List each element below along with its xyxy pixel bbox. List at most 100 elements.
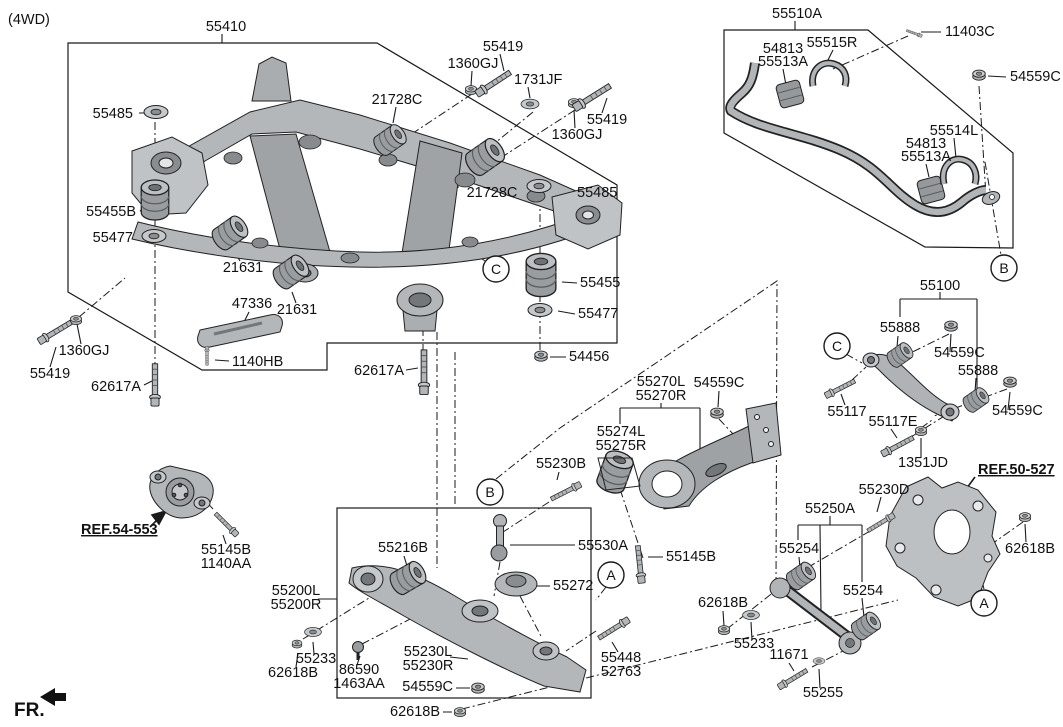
callout-letter: A	[979, 595, 989, 611]
part-label-p1360GJ-a: 1360GJ	[59, 343, 110, 359]
callout-letter: A	[606, 567, 616, 583]
part-label-p54559C-b: 54559C	[934, 345, 985, 361]
assembly-boxes	[67, 29, 1014, 699]
nut-icon	[534, 350, 548, 362]
part-label-p55888-b: 55888	[958, 363, 998, 379]
part-label-p55250A: 55250A	[805, 501, 855, 517]
part-label-p21631-a: 21631	[223, 260, 263, 276]
callout-C-2: C	[823, 332, 851, 360]
assist-arm-drawing	[769, 577, 862, 655]
bushing-icon	[140, 179, 170, 221]
part-label-fr-label: FR.	[14, 700, 45, 721]
tone-wheel-bar-icon	[197, 314, 283, 348]
part-label-p55455B: 55455B	[86, 204, 136, 220]
part-label-p55200L: 55200L	[272, 583, 320, 599]
front-direction-arrow-icon	[40, 688, 66, 706]
part-label-p62617A-b: 62617A	[354, 363, 404, 379]
part-label-p55230L: 55230L	[404, 644, 452, 660]
part-label-p55230B: 55230B	[536, 456, 586, 472]
callout-letter: C	[832, 338, 842, 354]
bushing-bracket-icon	[597, 457, 641, 491]
callout-C-1: C	[482, 255, 510, 283]
bolt-icon	[212, 510, 241, 539]
stabilizer-bushing-icon	[775, 79, 805, 109]
part-label-p55254-b: 55254	[843, 583, 883, 599]
small-parts	[197, 314, 538, 660]
part-label-p55230R: 55230R	[403, 658, 454, 674]
part-label-p55530A: 55530A	[578, 538, 628, 554]
nut-icon	[944, 320, 958, 332]
part-label-p55485-l: 55485	[93, 106, 133, 122]
part-label-p11403C: 11403C	[945, 24, 995, 40]
part-label-p62617A-a: 62617A	[91, 379, 141, 395]
callout-A-2: A	[970, 589, 998, 617]
part-label-p55410: 55410	[206, 19, 246, 35]
part-label-p52763: 52763	[601, 664, 641, 680]
stabilizer-bar-drawing	[725, 59, 1001, 217]
bolt-icon	[35, 317, 74, 347]
part-label-p55419-b: 55419	[483, 39, 523, 55]
part-label-p55419-a: 55419	[30, 366, 70, 382]
part-label-p55117: 55117	[827, 404, 866, 420]
part-label-p1463AA: 1463AA	[333, 676, 385, 692]
stabilizer-bushing-icon	[916, 175, 946, 205]
nuts	[70, 69, 1031, 718]
part-label-p55419-c: 55419	[587, 112, 627, 128]
nut-icon	[453, 707, 467, 718]
nut-icon	[710, 407, 724, 419]
bolt-icon	[549, 480, 583, 504]
part-label-p55117E: 55117E	[869, 414, 918, 430]
part-label-p62618B-d: 62618B	[1005, 541, 1055, 557]
part-label-p86590: 86590	[339, 662, 379, 678]
upper-arm-drawing	[862, 352, 960, 422]
callout-B-2: B	[476, 478, 504, 506]
part-label-p62618B-c: 62618B	[698, 595, 748, 611]
part-label-p55233-a: 55233	[296, 651, 336, 667]
part-label-p54559C-c: 54559C	[992, 403, 1043, 419]
nut-icon	[291, 639, 303, 649]
part-label-p11671: 11671	[769, 647, 808, 663]
clip-pin-icon	[352, 641, 364, 653]
washer-icon	[812, 657, 826, 665]
bolt-icon	[905, 28, 923, 39]
part-label-p55515R: 55515R	[807, 35, 858, 51]
part-label-p55216B: 55216B	[378, 540, 428, 556]
bolt-icon	[149, 363, 161, 407]
part-label-p55448: 55448	[601, 650, 641, 666]
knuckle-drawing	[885, 476, 1001, 607]
part-label-p55100: 55100	[920, 278, 960, 294]
part-label-p1351JD: 1351JD	[898, 455, 948, 471]
part-label-p55272: 55272	[553, 578, 593, 594]
bushings	[140, 121, 992, 643]
crossmember-box	[67, 42, 618, 371]
part-label-p55513A-b: 55513A	[901, 149, 951, 165]
trailing-arm-drawing	[638, 402, 782, 510]
part-label-p62618B-a: 62618B	[268, 665, 318, 681]
bolt-icon	[570, 80, 614, 114]
nut-icon	[1019, 512, 1031, 523]
part-label-p1360GJ-c: 1360GJ	[552, 127, 603, 143]
part-label-p55485-r: 55485	[577, 185, 617, 201]
washer-icon	[143, 105, 169, 119]
bolt-icon	[204, 346, 210, 366]
nut-icon	[464, 85, 478, 96]
part-label-p54813-a: 54813	[763, 41, 803, 57]
callout-letter: C	[491, 261, 501, 277]
part-label-p1731JF: 1731JF	[514, 72, 563, 88]
part-label-p1360GJ-b: 1360GJ	[448, 56, 499, 72]
bolt-icon	[823, 376, 857, 400]
part-label-p1140HB: 1140HB	[232, 354, 283, 370]
part-label-p55477-l: 55477	[93, 230, 133, 246]
part-label-p54559C-d: 54559C	[402, 679, 453, 695]
bolt-icon	[417, 349, 431, 396]
spring-pad-drawing	[149, 465, 214, 519]
washer-icon	[141, 229, 167, 243]
part-label-p55255: 55255	[803, 685, 843, 701]
nut-icon	[718, 625, 730, 636]
part-label-ref-50-527: REF.50-527	[978, 462, 1055, 478]
bushing-icon	[525, 252, 557, 298]
part-label-note-4wd: (4WD)	[8, 12, 50, 28]
